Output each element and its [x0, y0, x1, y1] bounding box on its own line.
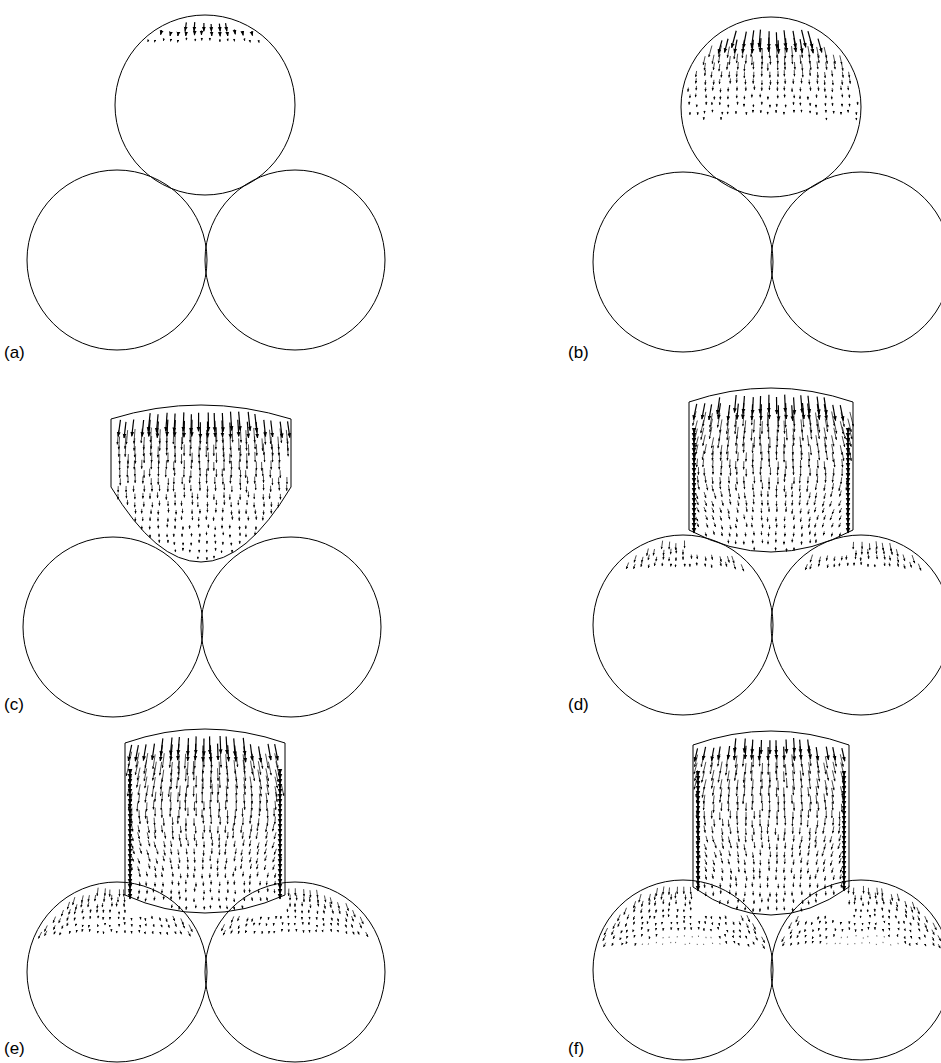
panel-label: (a) — [4, 344, 25, 361]
lower-particle — [27, 170, 207, 350]
upper-particle — [689, 388, 853, 552]
upper-particle — [693, 731, 849, 915]
panel-label: (c) — [4, 696, 24, 713]
upper-particle — [125, 729, 285, 913]
upper-particle — [681, 17, 861, 197]
flow-panel — [23, 405, 381, 717]
flow-panel — [593, 17, 941, 352]
flow-panel — [27, 15, 385, 350]
flow-panel — [27, 729, 385, 1062]
lower-particle — [205, 882, 385, 1062]
lower-particle — [205, 170, 385, 350]
lower-particle — [27, 882, 207, 1062]
lower-particle — [771, 535, 941, 715]
lower-particle — [23, 537, 203, 717]
lower-particle — [771, 880, 941, 1060]
upper-particle — [115, 15, 295, 195]
lower-particle — [201, 537, 381, 717]
upper-particle — [111, 405, 291, 562]
panel-label: (b) — [568, 344, 589, 361]
panel-label: (f) — [568, 1040, 584, 1057]
lower-particle — [593, 535, 773, 715]
lower-particle — [593, 880, 773, 1060]
flow-panel — [593, 388, 941, 715]
panel-label: (d) — [568, 696, 589, 713]
flow-panel — [593, 731, 941, 1060]
panel-label: (e) — [4, 1040, 25, 1057]
lower-particle — [771, 172, 941, 352]
lower-particle — [593, 172, 773, 352]
